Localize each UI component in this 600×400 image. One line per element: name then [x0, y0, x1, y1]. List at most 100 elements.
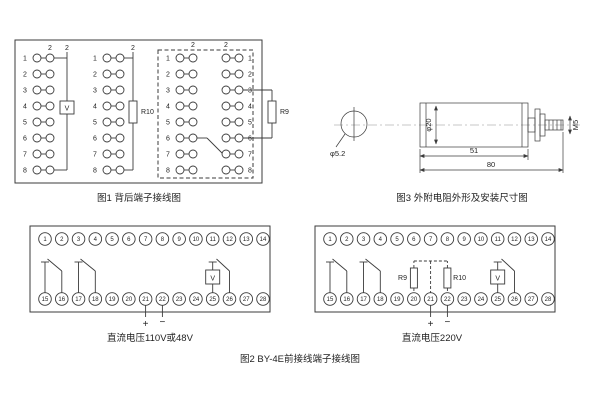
terminal-number: 28 [260, 297, 267, 303]
terminal-number: 6 [166, 136, 170, 143]
terminal-number: 2 [166, 72, 170, 79]
terminal-number: 23 [461, 297, 468, 303]
terminal-number: 7 [429, 237, 433, 243]
terminal-number: 26 [226, 297, 233, 303]
terminal-circle [239, 232, 253, 246]
terminal-circle [115, 117, 125, 127]
terminal-circle [407, 292, 421, 306]
terminal-circle [239, 292, 253, 306]
terminal-circle [356, 232, 371, 246]
terminal-circle [205, 232, 220, 246]
terminal-number: 8 [23, 168, 27, 175]
terminal-number: 17 [75, 297, 82, 303]
terminal-number: 7 [248, 152, 252, 159]
terminal-number: 6 [127, 237, 131, 243]
terminal-circle [256, 232, 270, 246]
terminal-number: 25 [494, 297, 501, 303]
voltmeter-coil-label: V [210, 276, 215, 283]
terminal-number: 1 [43, 237, 47, 243]
terminal-number: 18 [377, 297, 384, 303]
terminal-circle [45, 101, 55, 111]
terminal-circle [105, 232, 119, 246]
terminal-number: 7 [144, 237, 148, 243]
terminal-number: 11 [210, 237, 217, 243]
terminal-number: 4 [379, 237, 383, 243]
terminal-number: 8 [446, 237, 450, 243]
terminal-number: 3 [166, 88, 170, 95]
wire-number-label: 2 [224, 42, 228, 49]
terminal-number: 5 [166, 120, 170, 127]
hole-leader-line [335, 133, 346, 148]
terminal-number: 8 [248, 168, 252, 175]
terminal-number: 3 [93, 88, 97, 95]
terminal-number: 19 [394, 297, 401, 303]
terminal-number: 16 [58, 297, 65, 303]
terminal-circle [189, 232, 203, 246]
terminal-number: 19 [109, 297, 116, 303]
terminal-circle [115, 165, 125, 175]
terminal-circle [102, 149, 112, 159]
terminal-circle [105, 292, 119, 306]
terminal-number: 9 [462, 237, 466, 243]
terminal-circle [221, 69, 231, 79]
terminal-number: 15 [42, 297, 49, 303]
terminal-circle [188, 101, 198, 111]
terminal-circle [45, 117, 55, 127]
terminal-circle [221, 149, 231, 159]
terminal-number: 2 [248, 72, 252, 79]
terminal-number: 25 [209, 297, 216, 303]
wire-number-label: 2 [48, 45, 52, 52]
fig1-variant-dashed-box [157, 49, 254, 179]
terminal-circle [234, 101, 244, 111]
terminal-circle [32, 101, 42, 111]
terminal-circle [188, 165, 198, 175]
resistor-r10-label: R10 [453, 275, 466, 282]
terminal-circle [541, 292, 555, 306]
terminal-circle [234, 53, 244, 63]
resistor-r9-label: R9 [398, 275, 407, 282]
terminal-number: 6 [248, 136, 252, 143]
terminal-number: 2 [93, 72, 97, 79]
fig2-main-caption: 图2 BY-4E前接线端子接线图 [240, 353, 360, 365]
terminal-circle [71, 232, 86, 246]
terminal-number: 5 [248, 120, 252, 127]
terminal-circle [407, 232, 421, 246]
terminal-circle [138, 232, 153, 246]
terminal-number: 2 [60, 237, 64, 243]
terminal-number: 9 [177, 237, 181, 243]
terminal-circle [32, 117, 42, 127]
terminal-number: 22 [444, 297, 451, 303]
terminal-circle [234, 149, 244, 159]
terminal-circle [188, 133, 198, 143]
resistor-r9-symbol [409, 267, 418, 289]
voltmeter-coil-box [205, 269, 221, 285]
terminal-number: 1 [328, 237, 332, 243]
terminal-number: 20 [126, 297, 133, 303]
terminal-circle [175, 101, 185, 111]
terminal-circle [256, 292, 270, 306]
terminal-circle [45, 165, 55, 175]
voltmeter-coil-box [490, 269, 506, 285]
hole-diameter-label: φ5.2 [330, 149, 345, 158]
terminal-circle [221, 165, 231, 175]
terminal-number: 20 [411, 297, 418, 303]
terminal-circle [32, 165, 42, 175]
terminal-circle [234, 117, 244, 127]
terminal-circle [32, 149, 42, 159]
terminal-number: 21 [142, 297, 149, 303]
terminal-circle [373, 232, 388, 246]
terminal-circle [234, 85, 244, 95]
resistor-r10-symbol [128, 100, 138, 124]
terminal-circle [234, 133, 244, 143]
terminal-number: 7 [93, 152, 97, 159]
terminal-circle [221, 53, 231, 63]
plus-terminal-label: + [143, 319, 149, 330]
terminal-circle [524, 292, 538, 306]
